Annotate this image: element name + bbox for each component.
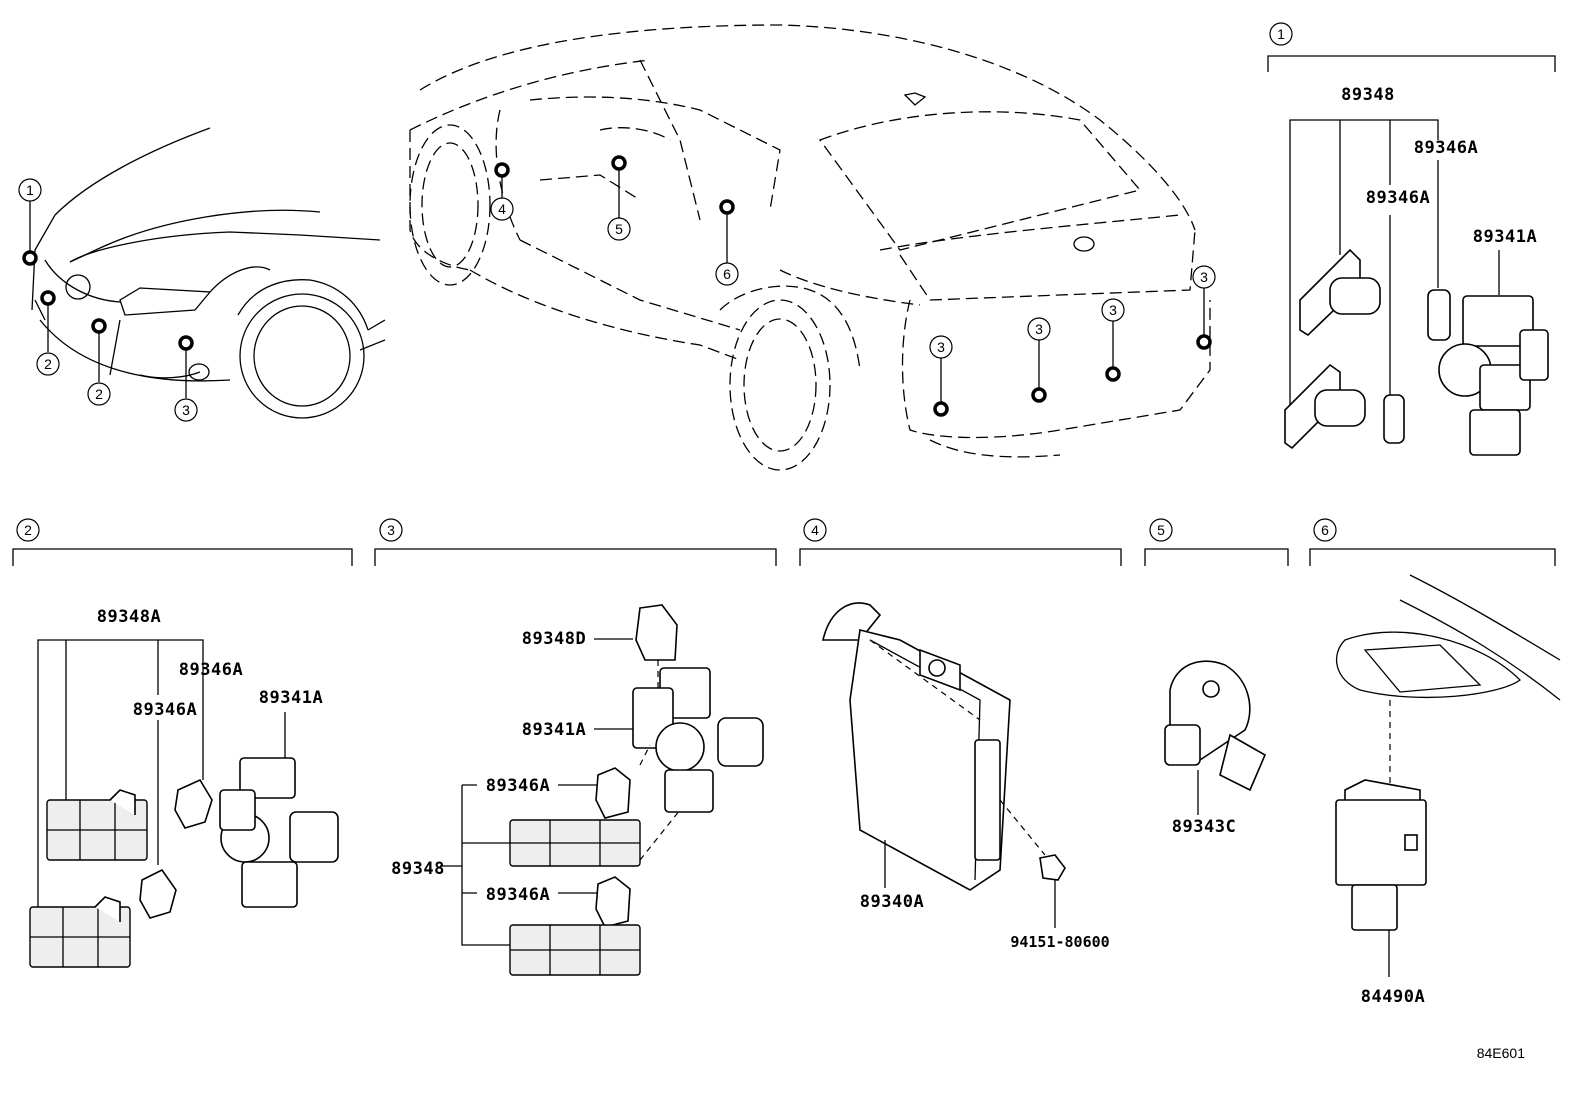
section-5: 5 89343C [1144,518,1289,837]
section-2-part-89341A: 89341A [259,688,323,708]
section-3-number: 3 [387,522,395,538]
section-1-part-89341A: 89341A [1473,227,1537,247]
section-2: 2 89348A 89346A 89346A 89341A [12,518,353,968]
section-3-part-89346A-b: 89346A [486,885,550,905]
callout-3-car-d: 3 [1109,302,1117,318]
section-1: 1 89348 89346A 89346A 89341A [1267,22,1556,456]
section-4-part-94151-80600: 94151-80600 [1010,933,1109,951]
callout-5-car: 5 [615,221,623,237]
section-2-part-89348A: 89348A [97,607,161,627]
section-1-part-89348: 89348 [1341,85,1395,105]
callout-2-front-a: 2 [44,356,52,372]
section-1-part-89346A-b: 89346A [1366,188,1430,208]
section-3-part-89348: 89348 [391,859,445,879]
callout-6-car: 6 [723,266,731,282]
section-2-number: 2 [24,522,32,538]
callout-3-car-b: 3 [937,339,945,355]
front-car-illustration: 1 2 2 3 [18,127,386,422]
section-2-part-89346A-b: 89346A [133,700,197,720]
section-4-number: 4 [811,522,819,538]
section-6-part-84490A: 84490A [1361,987,1425,1007]
callout-2-front-b: 2 [95,386,103,402]
section-1-number: 1 [1277,26,1285,42]
reference-code: 84E601 [1477,1045,1525,1061]
section-3-part-89348D: 89348D [522,629,586,649]
section-6-number: 6 [1321,522,1329,538]
callout-3-car-c: 3 [1035,321,1043,337]
section-3-part-89341A: 89341A [522,720,586,740]
section-3-part-89346A-a: 89346A [486,776,550,796]
section-4: 4 89340A 94151-80600 [799,518,1122,951]
callout-3-front: 3 [182,402,190,418]
section-1-part-89346A-a: 89346A [1414,138,1478,158]
section-4-part-89340A: 89340A [860,892,924,912]
section-3: 3 89348D 89341A 89346A 89348 89346A [374,518,777,976]
section-6: 6 84490A [1309,518,1561,1007]
rear-car-illustration: 4 5 6 3 3 3 3 [409,24,1216,471]
callout-3-car-a: 3 [1200,269,1208,285]
section-2-part-89346A-a: 89346A [179,660,243,680]
section-5-number: 5 [1157,522,1165,538]
callout-4-car: 4 [498,201,506,217]
callout-1-front: 1 [26,182,34,198]
section-5-part-89343C: 89343C [1172,817,1236,837]
